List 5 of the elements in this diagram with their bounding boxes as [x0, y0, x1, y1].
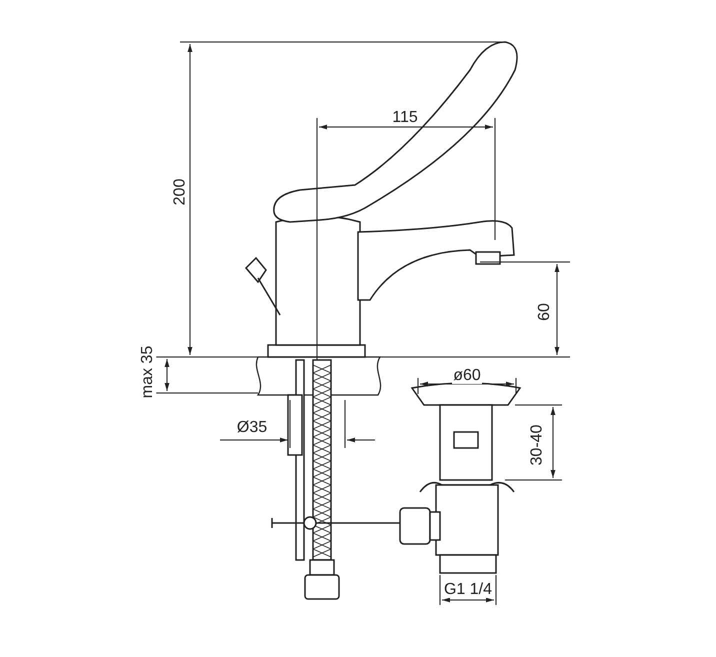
- dimension-label: ø60: [452, 368, 482, 384]
- dimension-label: max 35: [140, 344, 156, 400]
- dimension-label: 30-40: [529, 424, 545, 466]
- dimension-label: 200: [172, 178, 188, 206]
- dimension-label: G1 1/4: [442, 582, 494, 598]
